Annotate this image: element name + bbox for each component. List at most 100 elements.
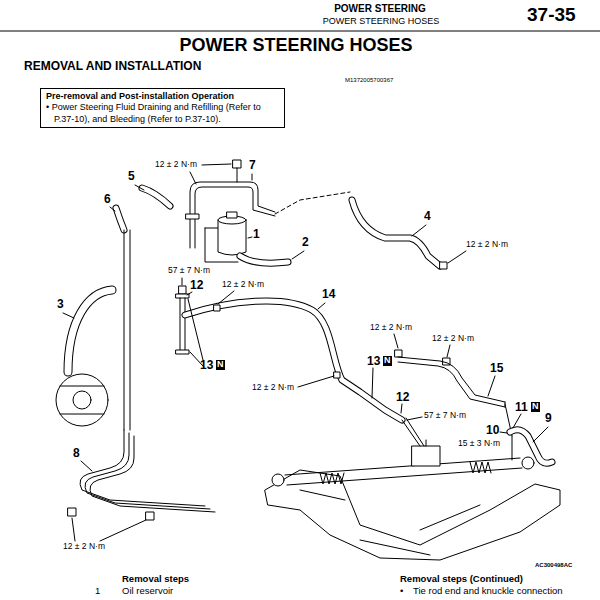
callout-number: 7: [249, 159, 256, 173]
pressure-hose: [334, 372, 340, 378]
hose: [68, 290, 112, 372]
steering-rack: [426, 440, 427, 446]
callout-number: 6: [104, 193, 111, 207]
steering-rack: [320, 473, 344, 484]
oil-reservoir: [218, 220, 246, 255]
callout-number: 5: [128, 170, 135, 184]
page-header: 37-35: [527, 4, 576, 26]
torque-spec: 12 ± 2 N·m: [155, 160, 197, 170]
return-pipe: [395, 350, 552, 463]
leader-line: [488, 376, 495, 396]
hose: [352, 200, 440, 266]
header-rule: [0, 31, 600, 32]
step-text: Removal steps (Continued): [400, 574, 523, 585]
step-text: Tie rod end and knuckle connection: [413, 586, 563, 597]
torque-spec: 12 ± 2 N·m: [222, 280, 264, 290]
return-pipe: [510, 430, 552, 463]
leader-line: [401, 404, 402, 413]
callout-number: 13: [200, 359, 213, 373]
section-heading: REMOVAL AND INSTALLATION: [24, 60, 201, 74]
step-text: AC300498AC: [535, 562, 572, 569]
callout-number: 13: [367, 355, 380, 369]
hose: [116, 208, 124, 230]
leader-line: [248, 237, 252, 238]
note-box: Pre-removal and Post-installation Operat…: [40, 88, 285, 128]
hose: [240, 256, 288, 263]
crossmember: [300, 490, 480, 555]
pressure-hose: [180, 298, 185, 350]
new-part-mark: N: [383, 356, 392, 366]
leader-line: [190, 172, 196, 184]
pressure-hose: [176, 286, 424, 446]
hose: [440, 262, 447, 269]
header-rule: [0, 31, 600, 32]
hose: [68, 290, 112, 372]
section-heading: M1372005700367: [345, 77, 393, 84]
oil-pump: [73, 391, 91, 409]
page-header: POWER STEERING HOSES: [323, 16, 440, 26]
torque-spec: 12 ± 2 N·m: [63, 542, 105, 552]
hose: [116, 208, 124, 230]
new-part-mark: N: [531, 402, 540, 412]
return-pipe: [395, 350, 402, 357]
torque-spec: 12 ± 2 N·m: [252, 383, 294, 393]
leader-line: [513, 414, 521, 428]
leader-line: [500, 432, 507, 433]
torque-spec: 57 ± 7 N·m: [168, 266, 210, 276]
torque-spec: 12 ± 2 N·m: [432, 334, 474, 344]
page-header: POWER STEERING: [334, 3, 426, 15]
new-part-mark: N: [216, 360, 225, 370]
steering-rack: [412, 446, 440, 466]
torque-spec: 15 ± 3 N·m: [458, 439, 500, 449]
suction-tubes: [80, 430, 205, 506]
leader-line: [372, 368, 373, 398]
callout-number: 9: [545, 412, 552, 426]
leader-line: [81, 461, 92, 471]
callout-number: 10: [486, 424, 499, 438]
pressure-hose: [185, 301, 402, 420]
leader-line: [135, 185, 144, 190]
leader-line: [318, 303, 325, 309]
pressure-hose: [179, 286, 186, 294]
suction-tubes: [90, 436, 215, 512]
leader-line: [218, 291, 234, 304]
leader-line: [407, 417, 422, 420]
step-text: •: [400, 586, 403, 597]
leader-line: [448, 251, 466, 263]
torque-spec: 12 ± 2 N·m: [370, 323, 412, 333]
pressure-hose: [176, 350, 189, 354]
return-tubes: [186, 160, 350, 248]
suction-tubes: [68, 430, 215, 520]
suction-tubes: [85, 433, 210, 509]
note-text: • Power Steering Fluid Draining and Refi…: [46, 102, 279, 125]
leader-line: [394, 334, 398, 348]
callout-number: 2: [302, 236, 309, 250]
pressure-hose: [185, 301, 402, 420]
leader-line: [187, 292, 192, 295]
callout-number: 11: [515, 401, 528, 415]
leader-line: [63, 164, 548, 541]
suction-tubes: [68, 508, 76, 516]
leader-line: [412, 225, 426, 236]
leader-line: [100, 520, 146, 541]
hose: [142, 188, 170, 206]
callout-number: 3: [57, 298, 64, 312]
hose: [142, 188, 170, 206]
callout-number: 14: [322, 288, 335, 302]
hose: [352, 200, 440, 266]
hose: [68, 188, 447, 430]
note-heading: Pre-removal and Post-installation Operat…: [46, 91, 279, 102]
leader-line: [188, 299, 203, 366]
leader-line: [292, 251, 304, 259]
oil-pump: [56, 374, 108, 426]
return-pipe: [512, 436, 513, 460]
suction-tubes: [146, 512, 154, 520]
callout-number: 8: [73, 447, 80, 461]
steering-rack: [272, 440, 534, 486]
step-text: 1: [95, 586, 100, 597]
leader-line: [182, 278, 183, 285]
callout-number: 4: [424, 210, 431, 224]
steering-rack: [522, 457, 534, 469]
callout-number: 12: [190, 279, 203, 293]
steering-rack: [285, 458, 522, 485]
